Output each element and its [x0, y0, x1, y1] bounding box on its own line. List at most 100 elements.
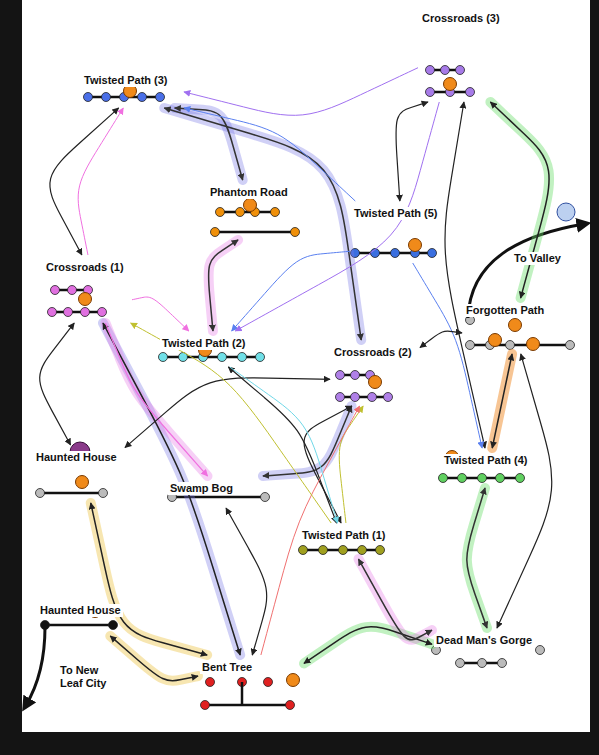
route-highlight — [40, 323, 75, 445]
area-node: Crossroads (1) — [44, 257, 130, 321]
portal-link — [497, 354, 552, 628]
portal-dot — [376, 546, 385, 555]
portal-dot — [68, 286, 77, 295]
portal-dot — [291, 228, 300, 237]
exit-label: To Valley — [512, 252, 576, 265]
portal-row — [466, 316, 575, 350]
portal-link — [230, 367, 338, 523]
portal-dot — [456, 66, 465, 75]
route-highlight — [132, 297, 189, 331]
portal-dot — [466, 341, 475, 350]
route-highlight — [413, 263, 482, 448]
route-highlight — [339, 406, 363, 523]
area-node: Twisted Path (1) — [300, 525, 392, 557]
portal-dot — [84, 93, 93, 102]
area-node: Twisted Path (2) — [160, 333, 264, 365]
pumpkin-icon — [76, 476, 89, 489]
portal-dot — [428, 249, 437, 258]
portal-link — [103, 323, 240, 655]
portal-dot — [109, 621, 118, 630]
portal-link — [492, 354, 512, 448]
portal-link — [490, 102, 549, 298]
portal-row — [351, 249, 437, 258]
pumpkin-icon — [244, 199, 257, 212]
portal-link — [304, 627, 432, 664]
portal-dot — [156, 93, 165, 102]
route-highlight — [445, 102, 485, 448]
portal-link — [91, 503, 207, 655]
route-highlight — [208, 240, 238, 331]
portal-dot — [351, 393, 360, 402]
area-node: Haunted House — [38, 600, 127, 634]
portal-link — [339, 406, 363, 523]
portal-link — [467, 488, 487, 628]
pumpkin-icon — [287, 674, 300, 687]
portal-dot — [441, 66, 450, 75]
area-name: Dead Man's Gorge — [434, 634, 534, 647]
pumpkin-icon — [509, 319, 522, 332]
portal-row — [439, 474, 525, 483]
portal-dot — [256, 353, 265, 362]
route-highlight — [103, 323, 240, 655]
route-highlight — [235, 102, 439, 331]
portal-dot — [336, 393, 345, 402]
portal-dot — [426, 66, 435, 75]
portal-dot — [496, 474, 505, 483]
area-node: Swamp Bog — [168, 478, 272, 506]
portal-dot — [456, 659, 465, 668]
area-name: Haunted House — [38, 604, 123, 617]
portal-dot — [159, 353, 168, 362]
platform-line — [45, 624, 113, 627]
portal-row — [41, 621, 118, 630]
portal-dot — [336, 371, 345, 380]
portal-link — [78, 108, 123, 255]
portal-dot — [516, 474, 525, 483]
area-name: Crossroads (2) — [332, 346, 414, 359]
route-highlight — [226, 508, 267, 655]
portal-dot — [48, 308, 57, 317]
portal-link — [420, 331, 462, 347]
portal-dot — [238, 353, 247, 362]
portal-link — [396, 102, 428, 201]
area-node: Bent Tree — [200, 657, 302, 713]
pumpkin-icon — [409, 239, 422, 252]
portal-link — [235, 102, 439, 331]
platform-line — [205, 704, 290, 707]
area-node: Crossroads (3) — [420, 8, 512, 100]
area-node: Twisted Path (3) — [82, 70, 182, 106]
area-node: Crossroads (2) — [332, 342, 418, 404]
area-name: Crossroads (1) — [44, 261, 126, 274]
route-highlight — [78, 108, 123, 255]
area-node: Twisted Path (4) — [442, 450, 534, 486]
area-name: Bent Tree — [200, 661, 254, 674]
exit-arrow — [26, 627, 45, 705]
area-name: Twisted Path (1) — [300, 529, 388, 542]
portal-dot — [98, 308, 107, 317]
platform-line — [40, 492, 103, 495]
route-highlight — [490, 102, 549, 298]
portal-row — [299, 546, 385, 555]
portal-row — [36, 489, 108, 498]
portal-row — [426, 66, 475, 97]
route-highlight — [467, 488, 487, 628]
pumpkin-icon — [527, 338, 540, 351]
portal-dot — [506, 341, 515, 350]
portal-dot — [384, 393, 393, 402]
route-highlight — [164, 108, 361, 340]
platform-line — [52, 311, 102, 314]
route-highlight — [230, 367, 338, 523]
portal-row — [336, 371, 393, 402]
portal-link — [226, 508, 267, 655]
portal-dot — [478, 474, 487, 483]
portal-dot — [466, 88, 475, 97]
platform-line — [340, 396, 388, 399]
area-name: Forgotten Path — [464, 304, 546, 317]
portal-dot — [81, 308, 90, 317]
portal-dot — [64, 308, 73, 317]
portal-dot — [236, 208, 245, 217]
portal-dot — [264, 678, 273, 687]
npc-sprite — [557, 203, 575, 221]
portal-dot — [99, 489, 108, 498]
route-highlight — [396, 102, 428, 201]
